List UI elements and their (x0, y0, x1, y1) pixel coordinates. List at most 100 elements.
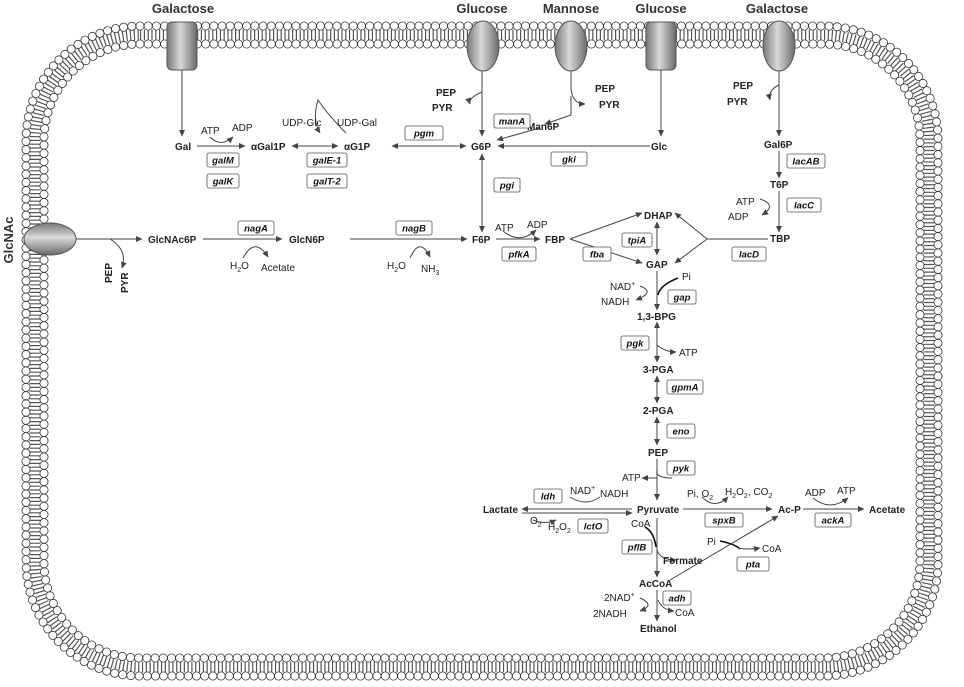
lipid-head-outer (864, 30, 874, 40)
lipid-head-inner (39, 362, 49, 372)
lipid-head-outer (430, 21, 440, 31)
lipid-head-inner (250, 39, 260, 49)
lipid-head-outer (405, 671, 415, 681)
lipid-head-outer (790, 671, 800, 681)
met-man6p: Man6P (527, 122, 560, 133)
cof-pep-gal: PEP (733, 81, 753, 92)
lipid-head-outer (708, 671, 718, 681)
lipid-head-inner (915, 433, 925, 443)
lipid-head-inner (388, 653, 398, 663)
lipid-head-inner (839, 651, 849, 661)
lipid-head-outer (151, 21, 161, 31)
lipid-head-inner (536, 653, 546, 663)
lipid-head-inner (915, 318, 925, 328)
galactose-transporter-right (762, 20, 796, 72)
lipid-head-inner (915, 252, 925, 262)
lipid-head-outer (21, 358, 31, 368)
lipid-head-outer (381, 21, 391, 31)
lipid-head-inner (741, 653, 751, 663)
transporters (23, 20, 796, 256)
lipid-head-inner (39, 444, 49, 454)
lipid-head-outer (27, 595, 37, 605)
lipid-head-outer (21, 333, 31, 343)
lipid-head-outer (48, 61, 58, 71)
lipid-head-outer (903, 634, 913, 644)
lipid-head-inner (692, 653, 702, 663)
cof-adp-pfk: ADP (527, 220, 548, 231)
lipid-head-inner (88, 51, 98, 61)
lipid-head-inner (39, 255, 49, 265)
lipid-head-inner (915, 244, 925, 254)
lipid-head-inner (915, 392, 925, 402)
lipid-head-outer (521, 21, 531, 31)
lipid-head-outer (496, 21, 506, 31)
lipid-head-outer (21, 497, 31, 507)
lipid-head-outer (933, 494, 943, 504)
lipid-head-inner (915, 351, 925, 361)
lipid-head-outer (241, 671, 251, 681)
lipid-head-outer (586, 21, 596, 31)
cof-udpglc: UDP-Glc (282, 118, 321, 129)
lipid-head-inner (439, 39, 449, 49)
lipid-head-inner (907, 596, 917, 606)
lipid-head-outer (332, 21, 342, 31)
lipid-head-outer (930, 584, 940, 594)
lipid-head-inner (150, 653, 160, 663)
lipid-head-outer (693, 21, 703, 31)
lipid-head-inner (240, 653, 250, 663)
lipid-head-outer (676, 671, 686, 681)
lipid-head-outer (569, 671, 579, 681)
lipid-head-outer (878, 38, 888, 48)
lipid-head-inner (677, 39, 687, 49)
lipid-head-outer (80, 35, 90, 45)
lipid-head-outer (53, 637, 63, 647)
enzyme-galm: galM (206, 152, 240, 168)
lipid-head-inner (915, 228, 925, 238)
lipid-head-outer (438, 21, 448, 31)
lipid-head-outer (758, 21, 768, 31)
lipid-head-inner (166, 653, 176, 663)
lipid-head-outer (848, 25, 858, 35)
lipid-head-outer (503, 671, 513, 681)
cof-nad-gap: NAD+ (610, 281, 635, 293)
lipid-head-inner (878, 59, 888, 69)
lipid-head-outer (315, 21, 325, 31)
lipid-head-outer (21, 325, 31, 335)
lipid-head-inner (40, 124, 50, 134)
cof-atp-lacc: ATP (736, 197, 755, 208)
cof-pi-o2-spxb: Pi, O2 (687, 489, 713, 502)
lipid-head-inner (81, 56, 91, 66)
lipid-head-outer (118, 670, 128, 680)
met-3pga: 3-PGA (643, 365, 674, 376)
lipid-head-inner (365, 39, 375, 49)
lipid-head-inner (863, 643, 873, 653)
cell-membrane (21, 21, 943, 681)
lipid-head-outer (933, 264, 943, 274)
enzyme-pgk: pgk (620, 335, 650, 351)
lipid-head-inner (134, 653, 144, 663)
lipid-head-inner (257, 653, 267, 663)
lipid-head-inner (127, 39, 137, 49)
lipid-head-outer (634, 671, 644, 681)
cof-h2o-naga: H2O (230, 261, 249, 274)
lipid-head-outer (21, 145, 31, 155)
lipid-head-outer (372, 671, 382, 681)
lipid-head-outer (933, 207, 943, 217)
lipid-head-outer (462, 671, 472, 681)
lipid-head-outer (904, 59, 914, 69)
lipid-head-outer (791, 21, 801, 31)
lipid-head-inner (913, 113, 923, 123)
lipid-head-outer (183, 671, 193, 681)
svg-text:pgk: pgk (626, 339, 645, 350)
lipid-head-inner (577, 653, 587, 663)
lipid-head-inner (611, 39, 621, 49)
lipid-head-outer (142, 671, 152, 681)
enzyme-naga: nagA (237, 220, 275, 236)
lipid-head-outer (216, 671, 226, 681)
lipid-head-inner (454, 653, 464, 663)
lipid-head-inner (915, 187, 925, 197)
met-f6p: F6P (472, 235, 491, 246)
lipid-head-inner (807, 653, 817, 663)
lipid-head-outer (209, 21, 219, 31)
